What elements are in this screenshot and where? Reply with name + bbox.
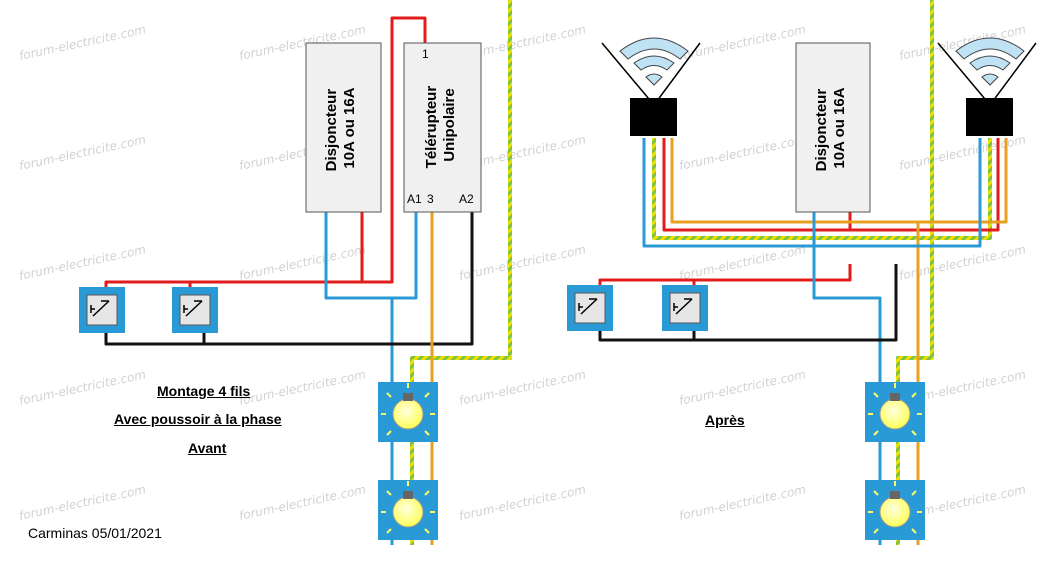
- smart-relay-icon: [966, 98, 1013, 136]
- push-button-icon: [578, 298, 598, 315]
- relay-terminal-3: 3: [427, 192, 434, 206]
- watermark-text: forum-electricite.com: [898, 132, 1027, 173]
- push-button-icon: [183, 300, 203, 317]
- right-earth-branch: [652, 138, 992, 240]
- right-push-button-1: [567, 285, 613, 331]
- watermark-text: forum-electricite.com: [458, 367, 587, 408]
- left-lamp-1: [378, 382, 438, 442]
- relay-line1: Télérupteur: [423, 86, 440, 169]
- relay-terminal-1: 1: [422, 47, 429, 61]
- watermark-text: forum-electricite.com: [238, 482, 367, 523]
- right-push-button-2: [662, 285, 708, 331]
- relay-terminal-a2: A2: [459, 192, 474, 206]
- watermark-text: forum-electricite.com: [238, 367, 367, 408]
- left-phase-to-relay: [362, 18, 394, 284]
- right-lamp-1: [865, 382, 925, 442]
- right-caption-state: Après: [705, 412, 745, 428]
- svg-text:Télérupteur Unipolaire: Télérupteur Unipolaire: [423, 82, 458, 169]
- smart-relay-icon: [630, 98, 677, 136]
- watermark-text: forum-electricite.com: [18, 132, 147, 173]
- smart-relay-right: [937, 37, 1037, 136]
- right-earth-wire: [896, 0, 934, 545]
- watermark-text: forum-electricite.com: [458, 482, 587, 523]
- lamp-icon: [868, 383, 922, 436]
- smart-relay-left: [601, 37, 701, 136]
- watermark-layer: forum-electricite.com forum-electricite.c…: [18, 22, 1027, 523]
- wifi-icon: [937, 37, 1037, 107]
- left-caption-title: Montage 4 fils: [157, 383, 251, 399]
- left-push-button-1: [79, 287, 125, 333]
- watermark-text: forum-electricite.com: [18, 482, 147, 523]
- watermark-text: forum-electricite.com: [678, 132, 807, 173]
- watermark-text: forum-electricite.com: [678, 482, 807, 523]
- lamp-icon: [868, 481, 922, 534]
- wifi-icon: [601, 37, 701, 107]
- watermark-text: forum-electricite.com: [458, 242, 587, 283]
- relay-terminal-a1: A1: [407, 192, 422, 206]
- left-earth-wire: [410, 0, 512, 545]
- watermark-text: forum-electricite.com: [238, 242, 367, 283]
- watermark-text: forum-electricite.com: [678, 242, 807, 283]
- watermark-text: forum-electricite.com: [678, 22, 807, 63]
- watermark-text: forum-electricite.com: [18, 242, 147, 283]
- lamp-icon: [381, 481, 435, 534]
- left-breaker: Disjoncteur 10A ou 16A: [305, 42, 382, 213]
- watermark-text: forum-electricite.com: [18, 22, 147, 63]
- left-lamp-2: [378, 480, 438, 540]
- right-breaker: Disjoncteur 10A ou 16A: [795, 42, 871, 213]
- left-push-button-2: [172, 287, 218, 333]
- right-wires: [598, 0, 1008, 545]
- right-return-wire: [598, 264, 898, 342]
- watermark-text: forum-electricite.com: [678, 367, 807, 408]
- left-breaker-line2: 10A ou 16A: [341, 87, 358, 168]
- svg-text:Disjoncteur 10A ou 16A: Disjoncteur 10A ou 16A: [323, 85, 358, 172]
- lamp-icon: [381, 383, 435, 436]
- right-breaker-line2: 10A ou 16A: [831, 87, 848, 168]
- watermark-text: forum-electricite.com: [18, 367, 147, 408]
- push-button-icon: [90, 300, 110, 317]
- left-caption-subtitle: Avec poussoir à la phase: [114, 411, 282, 427]
- left-caption-state: Avant: [188, 440, 227, 456]
- author-credit: Carminas 05/01/2021: [28, 525, 162, 541]
- svg-text:Disjoncteur 10A ou 16A: Disjoncteur 10A ou 16A: [813, 85, 848, 172]
- relay-line2: Unipolaire: [441, 88, 458, 161]
- right-breaker-line1: Disjoncteur: [813, 89, 830, 172]
- left-breaker-line1: Disjoncteur: [323, 89, 340, 172]
- right-lamp-2: [865, 480, 925, 540]
- push-button-icon: [673, 298, 693, 315]
- left-relay: Télérupteur Unipolaire 1 A1 3 A2: [403, 42, 482, 213]
